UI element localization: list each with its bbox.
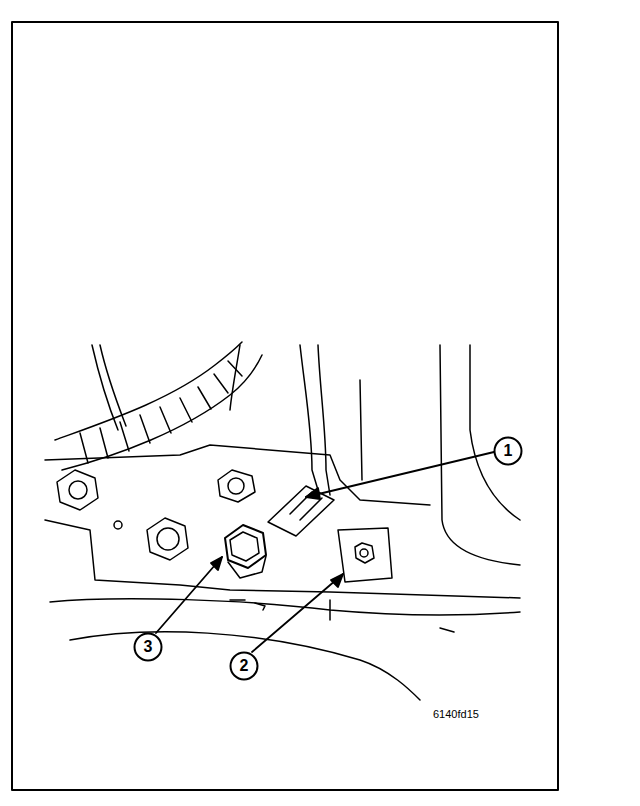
callout-circle: 2 [229, 651, 259, 681]
figure-code: 6140fd15 [432, 708, 480, 720]
callout-number: 3 [133, 638, 163, 656]
callout-circle: 3 [133, 632, 163, 662]
callout-number: 1 [493, 442, 523, 460]
wiring-harness [55, 342, 262, 470]
ground-cable [268, 345, 334, 536]
engine-block [45, 345, 520, 700]
bracket-nut [338, 528, 392, 582]
callout-number: 2 [229, 657, 259, 675]
leader-lines [156, 452, 494, 652]
callout-circle: 1 [493, 436, 523, 466]
ground-bolt [225, 525, 266, 578]
page-frame [12, 22, 558, 790]
